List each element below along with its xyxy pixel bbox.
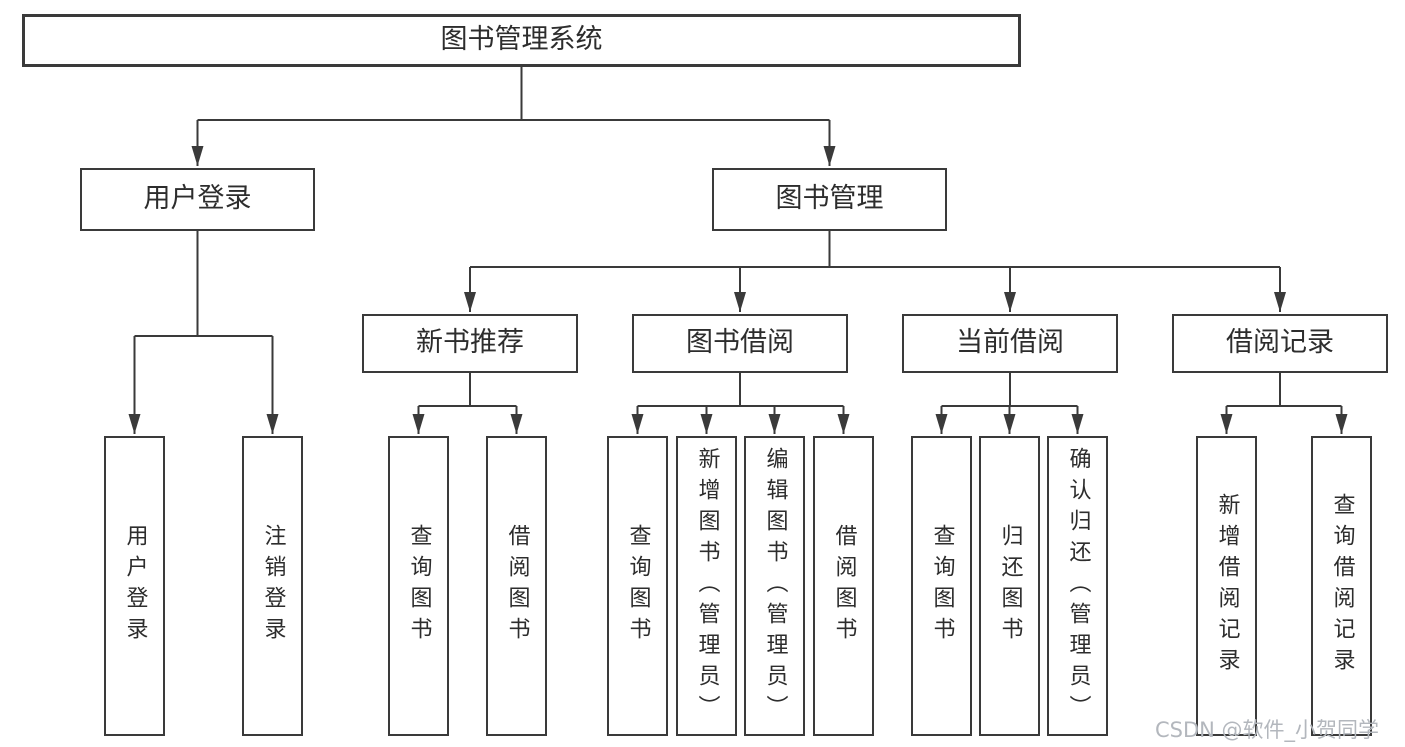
- leaf-label: 新增借阅记录: [1214, 493, 1240, 679]
- connector-borrowing-records-to-leaves: [1220, 373, 1348, 434]
- leaf-label: 借阅图书: [504, 524, 530, 648]
- connector-user-login-to-leaves: [128, 231, 279, 434]
- leaf-borrowing-query-books: 查询图书: [607, 436, 668, 736]
- leaf-borrowing-borrow-books: 借阅图书: [813, 436, 874, 736]
- leaf-label: 编辑图书（管理员）: [762, 446, 788, 726]
- leaf-label: 注销登录: [260, 524, 286, 648]
- leaf-borrowing-add-books-admin: 新增图书（管理员）: [676, 436, 737, 736]
- leaf-current-return-books: 归还图书: [979, 436, 1040, 736]
- leaf-user-login: 用户登录: [104, 436, 165, 736]
- leaf-current-confirm-return-admin: 确认归还（管理员）: [1047, 436, 1108, 736]
- leaf-current-query-books: 查询图书: [911, 436, 972, 736]
- leaf-label: 查询图书: [625, 524, 651, 648]
- node-user-login: 用户登录: [80, 168, 315, 231]
- node-library-management-system: 图书管理系统: [22, 14, 1021, 67]
- node-label: 借阅记录: [1226, 327, 1334, 359]
- leaf-newbook-borrow-books: 借阅图书: [486, 436, 547, 736]
- connector-current-borrowing-to-leaves: [935, 373, 1084, 434]
- leaf-logout-login: 注销登录: [242, 436, 303, 736]
- leaf-newbook-query-books: 查询图书: [388, 436, 449, 736]
- leaf-borrowing-edit-books-admin: 编辑图书（管理员）: [744, 436, 805, 736]
- connector-new-books-to-leaves: [412, 373, 523, 434]
- leaf-label: 确认归还（管理员）: [1065, 446, 1091, 726]
- leaf-label: 查询图书: [406, 524, 432, 648]
- node-book-management: 图书管理: [712, 168, 947, 231]
- node-label: 新书推荐: [416, 327, 524, 359]
- node-label: 图书管理: [775, 183, 884, 215]
- connector-book-management-to-level3: [464, 231, 1286, 312]
- leaf-label: 新增图书（管理员）: [694, 446, 720, 726]
- leaf-label: 查询借阅记录: [1329, 493, 1355, 679]
- node-borrowing-records: 借阅记录: [1172, 314, 1388, 373]
- node-book-borrowing: 图书借阅: [632, 314, 848, 373]
- csdn-watermark: CSDN @软件_小贺同学: [1155, 718, 1380, 742]
- connector-root-to-level2: [191, 67, 836, 166]
- leaf-label: 借阅图书: [831, 524, 857, 648]
- node-label: 图书管理系统: [440, 24, 603, 56]
- node-label: 图书借阅: [686, 327, 794, 359]
- leaf-records-add-borrow-record: 新增借阅记录: [1196, 436, 1257, 736]
- leaf-label: 用户登录: [122, 524, 148, 648]
- node-current-borrowing: 当前借阅: [902, 314, 1118, 373]
- leaf-label: 查询图书: [929, 524, 955, 648]
- node-label: 用户登录: [143, 183, 252, 215]
- leaf-records-query-borrow-record: 查询借阅记录: [1311, 436, 1372, 736]
- connector-book-borrowing-to-leaves: [631, 373, 850, 434]
- node-label: 当前借阅: [956, 327, 1064, 359]
- leaf-label: 归还图书: [997, 524, 1023, 648]
- node-new-book-recommendation: 新书推荐: [362, 314, 578, 373]
